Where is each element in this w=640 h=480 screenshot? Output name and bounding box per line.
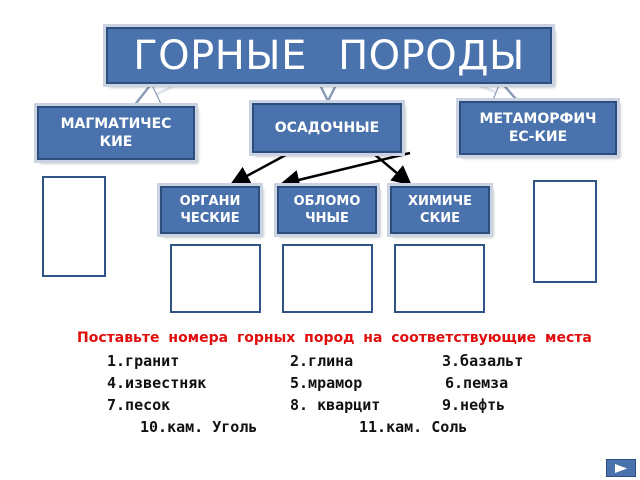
rock-item: 9.нефть <box>442 396 506 414</box>
subcategory-clastic-label: ОБЛОМО ЧНЫЕ <box>293 194 361 226</box>
answer-box-organic[interactable] <box>170 244 261 313</box>
subcategory-chemical: ХИМИЧЕ СКИЕ <box>387 183 493 237</box>
answer-box-chemical[interactable] <box>394 244 485 313</box>
subcategory-chemical-label: ХИМИЧЕ СКИЕ <box>407 194 473 226</box>
sedimentary-arrows <box>229 148 412 190</box>
answer-box-magmatic[interactable] <box>42 176 106 277</box>
category-sedimentary: ОСАДОЧНЫЕ <box>249 100 405 156</box>
rock-item: 4.известняк <box>107 374 207 392</box>
rock-item: 11.кам. Соль <box>359 418 468 436</box>
answer-box-clastic[interactable] <box>282 244 373 313</box>
category-magmatic: МАГМАТИЧЕС КИЕ <box>34 103 198 163</box>
rock-item: 6.пемза <box>445 374 509 392</box>
rock-item: 5.мрамор <box>290 374 363 392</box>
task-instruction: Поставьте номера горных пород на соответ… <box>77 330 592 346</box>
forward-arrow-icon <box>615 464 627 473</box>
category-sedimentary-label: ОСАДОЧНЫЕ <box>274 120 380 136</box>
rock-item: 10.кам. Уголь <box>140 418 258 436</box>
category-metamorphic-label: МЕТАМОРФИЧ ЕС-КИЕ <box>479 111 597 145</box>
category-metamorphic: МЕТАМОРФИЧ ЕС-КИЕ <box>456 98 620 158</box>
subcategory-organic-label: ОРГАНИ ЧЕСКИЕ <box>179 194 241 226</box>
main-title: ГОРНЫЕ ПОРОДЫ <box>103 24 555 87</box>
rock-item: 7.песок <box>107 396 171 414</box>
answer-box-metamorphic[interactable] <box>533 180 597 283</box>
category-magmatic-label: МАГМАТИЧЕС КИЕ <box>60 116 172 150</box>
subcategory-clastic: ОБЛОМО ЧНЫЕ <box>274 183 380 237</box>
rock-item: 1.гранит <box>107 352 180 370</box>
title-arrows <box>138 85 515 103</box>
rock-item: 3.базальт <box>442 352 524 370</box>
rock-item: 8. кварцит <box>290 396 381 414</box>
subcategory-organic: ОРГАНИ ЧЕСКИЕ <box>157 183 263 237</box>
rock-item: 2.глина <box>290 352 354 370</box>
next-slide-button[interactable] <box>606 459 636 477</box>
